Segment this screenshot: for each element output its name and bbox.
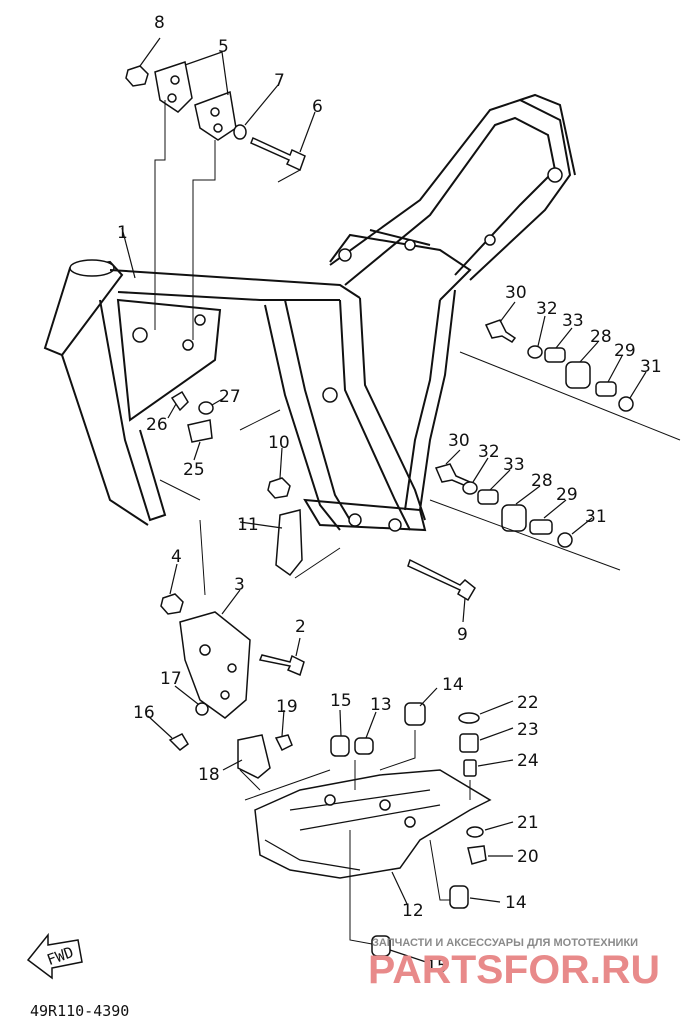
callout-15b: 15 xyxy=(426,957,448,977)
washer-17 xyxy=(195,702,209,716)
callout-23: 23 xyxy=(517,720,539,740)
callout-8: 8 xyxy=(154,13,165,33)
callout-27: 27 xyxy=(219,387,241,407)
leader-lines xyxy=(121,37,681,963)
collar-33b xyxy=(477,489,499,505)
callout-29b: 29 xyxy=(556,485,578,505)
collar-25 xyxy=(187,419,213,443)
bolt-30b xyxy=(434,463,472,487)
grommet-13 xyxy=(354,737,374,755)
watermark-tagline: ЗАПЧАСТИ И АКСЕССУАРЫ ДЛЯ МОТОТЕХНИКИ xyxy=(372,937,638,949)
callout-10: 10 xyxy=(268,433,290,453)
damper-28a xyxy=(565,361,591,389)
callout-31a: 31 xyxy=(640,357,662,377)
grommet-14a xyxy=(404,702,426,726)
callout-32b: 32 xyxy=(478,442,500,462)
callout-12: 12 xyxy=(402,901,424,921)
callout-19: 19 xyxy=(276,697,298,717)
spacer-24 xyxy=(463,759,477,777)
plate-3 xyxy=(179,611,251,719)
callout-31b: 31 xyxy=(585,507,607,527)
damper-28b xyxy=(501,504,527,532)
callout-16: 16 xyxy=(133,703,155,723)
callout-25: 25 xyxy=(183,460,205,480)
callout-24: 24 xyxy=(517,751,539,771)
washer-21 xyxy=(466,826,484,838)
bolt-9 xyxy=(407,558,476,602)
callout-4: 4 xyxy=(171,547,182,567)
fwd-arrow-icon xyxy=(26,932,83,980)
callout-29a: 29 xyxy=(614,341,636,361)
washer-32b xyxy=(462,481,478,495)
callout-2: 2 xyxy=(295,617,306,637)
callout-14a: 14 xyxy=(442,675,464,695)
washer-22 xyxy=(458,712,480,724)
washer-7 xyxy=(233,124,247,140)
bolt-6 xyxy=(250,136,306,172)
callout-9: 9 xyxy=(457,625,468,645)
callout-21: 21 xyxy=(517,813,539,833)
callout-32a: 32 xyxy=(536,299,558,319)
callout-30b: 30 xyxy=(448,431,470,451)
nut-4 xyxy=(160,593,184,615)
callout-33a: 33 xyxy=(562,311,584,331)
callout-33b: 33 xyxy=(503,455,525,475)
callout-28a: 28 xyxy=(590,327,612,347)
callout-labels: 8 5 7 6 1 30 32 33 28 29 31 26 27 25 10 … xyxy=(117,13,662,977)
callout-1: 1 xyxy=(117,223,128,243)
nut-31a xyxy=(618,396,634,412)
callout-20: 20 xyxy=(517,847,539,867)
callout-30a: 30 xyxy=(505,283,527,303)
washer-32a xyxy=(527,345,543,359)
bolt-20 xyxy=(467,845,487,865)
fwd-arrow: FWD xyxy=(26,932,83,980)
nut-8 xyxy=(125,65,149,87)
bracket-11 xyxy=(275,509,303,577)
bolt-30a xyxy=(484,319,517,343)
callout-14b: 14 xyxy=(505,893,527,913)
callout-13: 13 xyxy=(370,695,392,715)
bolt-19 xyxy=(274,734,293,752)
bolt-26 xyxy=(170,390,189,412)
washer-27 xyxy=(198,401,214,415)
nut-31b xyxy=(557,532,573,548)
bracket-18 xyxy=(237,734,271,779)
skid-plate-12 xyxy=(254,769,492,879)
collar-29b xyxy=(529,519,553,535)
watermark-brand: PARTSFOR.RU xyxy=(368,948,660,992)
callout-18: 18 xyxy=(198,765,220,785)
grommet-14b xyxy=(449,885,469,909)
bolt-2 xyxy=(258,654,305,677)
callout-26: 26 xyxy=(146,415,168,435)
collar-33a xyxy=(544,347,566,363)
watermark: ЗАПЧАСТИ И АКСЕССУАРЫ ДЛЯ МОТОТЕХНИКИ PA… xyxy=(368,937,660,992)
callout-5: 5 xyxy=(218,37,229,57)
grommet-15b xyxy=(371,935,391,957)
grommet-15a xyxy=(330,735,350,757)
callout-17: 17 xyxy=(160,669,182,689)
collar-29a xyxy=(595,381,617,397)
main-frame xyxy=(43,93,576,532)
nut-10 xyxy=(267,477,291,499)
bolt-16 xyxy=(168,733,189,751)
callout-3: 3 xyxy=(234,575,245,595)
callout-7: 7 xyxy=(274,71,285,91)
callout-11: 11 xyxy=(237,515,259,535)
callout-22: 22 xyxy=(517,693,539,713)
collar-23 xyxy=(459,733,479,753)
parts-group xyxy=(125,61,634,957)
callout-6: 6 xyxy=(312,97,323,117)
callout-15a: 15 xyxy=(330,691,352,711)
diagram-caption: 49R110-4390 xyxy=(30,1002,129,1020)
bracket-5a xyxy=(154,61,193,113)
callout-28b: 28 xyxy=(531,471,553,491)
